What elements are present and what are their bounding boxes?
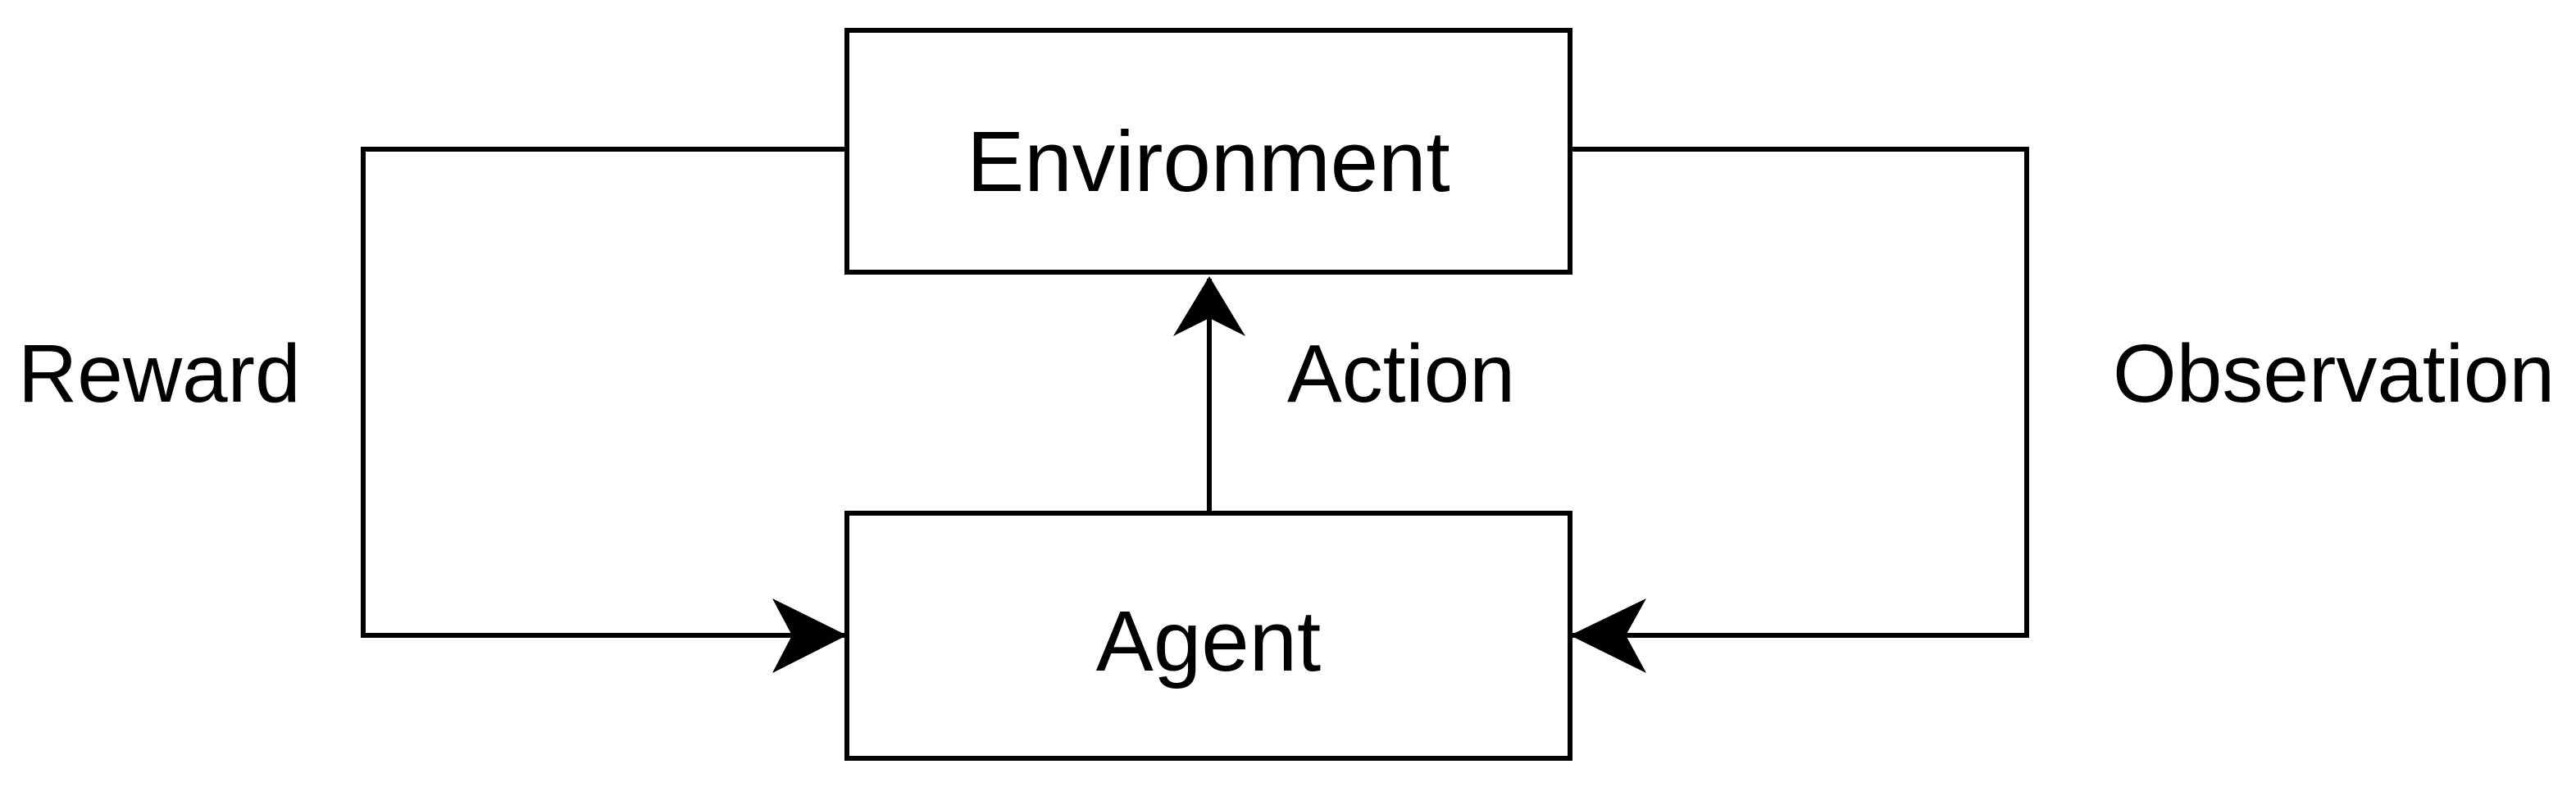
action-label: Action [1287, 328, 1515, 420]
edge-action [1173, 276, 1245, 513]
reward-label: Reward [18, 328, 301, 420]
edge-observation [1570, 147, 2029, 673]
agent-label: Agent [1096, 594, 1321, 689]
observation-label: Observation [2113, 328, 2555, 420]
node-agent[interactable]: Agent [844, 511, 1572, 761]
node-environment[interactable]: Environment [844, 28, 1572, 275]
environment-box[interactable] [844, 28, 1572, 275]
environment-label: Environment [967, 114, 1450, 210]
observation-arrowhead-icon [1570, 598, 1646, 673]
reward-arrowhead-icon [772, 598, 847, 673]
action-arrowhead-icon [1173, 276, 1245, 336]
reward-edge-path [361, 147, 847, 638]
agent-box[interactable] [844, 511, 1572, 761]
edge-reward [361, 147, 847, 673]
observation-edge-path [1570, 147, 2029, 638]
